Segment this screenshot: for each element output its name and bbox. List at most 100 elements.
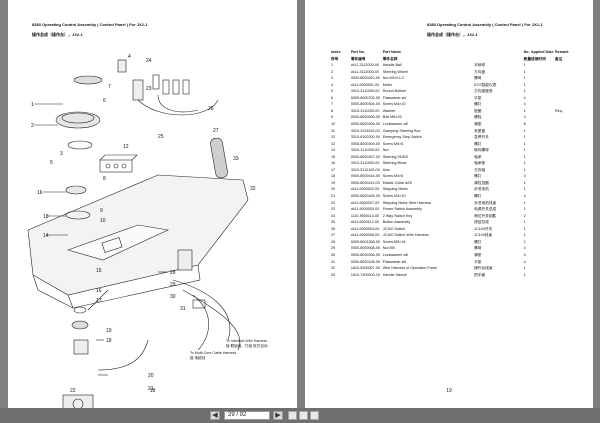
cell-index: 4 bbox=[331, 82, 334, 87]
cell-part-name: Washer bbox=[382, 108, 396, 113]
callout-21: 21 bbox=[148, 386, 154, 392]
next-page-button[interactable]: ▶ bbox=[273, 411, 283, 420]
callout-17: 17 bbox=[96, 298, 102, 304]
cell-qty: 1 bbox=[523, 226, 526, 231]
cell-part-name-cn: 平垫 bbox=[474, 95, 482, 100]
callout-22: 22 bbox=[70, 388, 76, 394]
cell-part-name-cn: 方向盘 bbox=[474, 69, 486, 74]
col-index: Index bbox=[331, 50, 341, 54]
cell-part-name: Steering 91803 bbox=[382, 154, 408, 159]
prev-page-button[interactable]: ◀ bbox=[210, 411, 220, 420]
cell-part-name: Screw M5×6 bbox=[382, 141, 404, 146]
cell-qty: 1 bbox=[523, 141, 526, 146]
col-qty-cn: 数量 bbox=[523, 56, 532, 61]
cell-qty: 1 bbox=[523, 266, 526, 271]
col-index-cn: 序号 bbox=[331, 56, 339, 61]
cell-part-name: Round Bottom bbox=[382, 89, 407, 94]
cell-part-no: 0000-8000307-00 bbox=[350, 154, 380, 159]
cell-index: 13 bbox=[331, 141, 336, 146]
cell-qty: 1 bbox=[523, 63, 526, 68]
cell-part-name-cn: 螺母 bbox=[474, 246, 482, 251]
cell-part-no: 0000-8000005-00 bbox=[350, 115, 380, 120]
left-page-number: 18 bbox=[149, 388, 156, 394]
cell-index: 14 bbox=[331, 148, 336, 153]
page-indicator-input[interactable]: 29 / 92 bbox=[224, 411, 270, 420]
cell-index: 22 bbox=[331, 200, 336, 205]
callout-28: 28 bbox=[170, 270, 176, 276]
note-interlock: To Interlock Wire Harness bbox=[226, 339, 267, 343]
table-header-row-cn: 序号 零件编号 零件名称 数量 适用时间 备注 bbox=[331, 56, 571, 63]
callout-31: 31 bbox=[180, 306, 186, 312]
cell-part-name-cn: 螺栓 bbox=[474, 115, 482, 120]
cell-part-name: Stepping Motor Wire Harness bbox=[382, 200, 432, 205]
cell-index: 1 bbox=[331, 63, 334, 68]
cell-qty: 1 bbox=[523, 233, 526, 238]
cell-part-name: Nut bbox=[382, 148, 389, 153]
cell-part-no: 1110-9000110-00 bbox=[350, 213, 380, 218]
cell-index: 3 bbox=[331, 76, 334, 81]
cell-part-name: Button Assembly bbox=[382, 220, 411, 225]
cell-part-name-cn: 手柄球 bbox=[474, 63, 486, 68]
cell-part-no: 0000-8000306-00 bbox=[350, 122, 380, 127]
cell-index: 26 bbox=[331, 226, 336, 231]
callout-13: 13 bbox=[43, 214, 49, 220]
cell-part-no: 0000-8000411-00 bbox=[350, 180, 380, 185]
cell-part-name: JC100 Switch bbox=[382, 226, 406, 231]
exploded-diagram: 1 2 3 4 5 6 7 8 9 10 11 12 13 14 15 16 1… bbox=[27, 54, 268, 414]
note-interlock-cn: 接 联锁线，打组 软式自动 bbox=[226, 343, 268, 348]
cell-part-name-cn: 轴承座 bbox=[474, 161, 486, 166]
cell-part-no: 0000-8000008-00 bbox=[350, 246, 380, 251]
fit-page-icon[interactable] bbox=[288, 411, 297, 420]
cell-part-no: 3310-3112100-00 bbox=[350, 167, 380, 172]
cell-part-name-cn: 按钮总成 bbox=[474, 220, 489, 225]
callout-29: 29 bbox=[170, 282, 176, 288]
cell-qty: 1 bbox=[523, 187, 526, 192]
right-page-title: 8383 Operating Control Assembly ( Contro… bbox=[427, 22, 543, 27]
cell-index: 11 bbox=[331, 128, 335, 133]
col-part-name-cn-label: 零件名称 bbox=[382, 56, 398, 61]
cell-qty: 1 bbox=[523, 167, 526, 172]
cell-part-name: JC100 Switch Wire Harness bbox=[382, 233, 429, 238]
cell-qty: 1 bbox=[523, 82, 526, 87]
cell-part-name-cn: 电源开关总成 bbox=[474, 207, 497, 212]
cell-index: 27 bbox=[331, 233, 336, 238]
fullscreen-icon[interactable] bbox=[310, 411, 319, 420]
cell-qty: 1 bbox=[523, 180, 526, 185]
cell-remark bbox=[555, 272, 571, 279]
zoom-icon[interactable] bbox=[299, 411, 308, 420]
cell-qty: 1 bbox=[523, 108, 526, 113]
cell-part-name-cn: 垫圈 bbox=[474, 108, 482, 113]
col-qty: No. bbox=[523, 50, 530, 54]
cell-part-name: Steering Block bbox=[382, 161, 407, 166]
callout-14: 14 bbox=[43, 233, 49, 239]
cell-part-name: Axis bbox=[382, 167, 390, 172]
callout-8: 8 bbox=[103, 176, 106, 182]
cell-part-name: Nut M10×1.2 bbox=[382, 76, 404, 81]
cell-qty: 8 bbox=[523, 122, 526, 127]
callout-5: 5 bbox=[50, 160, 53, 166]
col-applied-date: Applied Date bbox=[531, 50, 554, 54]
note-multicore-cn: 接 电缆线 bbox=[190, 355, 206, 360]
callout-20: 20 bbox=[148, 373, 154, 379]
right-page-number: 19 bbox=[446, 388, 452, 394]
cell-part-name: Elastic Collar ø25 bbox=[382, 180, 412, 185]
cell-part-name-cn: JC100开关 bbox=[474, 226, 493, 231]
parts-table: Index Part No. Part Name No. Applied Dat… bbox=[331, 49, 571, 278]
cell-part-name-cn: 螺钉 bbox=[474, 239, 482, 244]
cell-index: 15 bbox=[331, 154, 336, 159]
cell-part-no: ck11-6000001-00 bbox=[350, 82, 380, 87]
viewer-toolbar: ◀ 29 / 92 ▶ bbox=[0, 408, 600, 423]
cell-qty: 4 bbox=[523, 194, 526, 199]
cell-remark: Req. bbox=[554, 108, 563, 113]
